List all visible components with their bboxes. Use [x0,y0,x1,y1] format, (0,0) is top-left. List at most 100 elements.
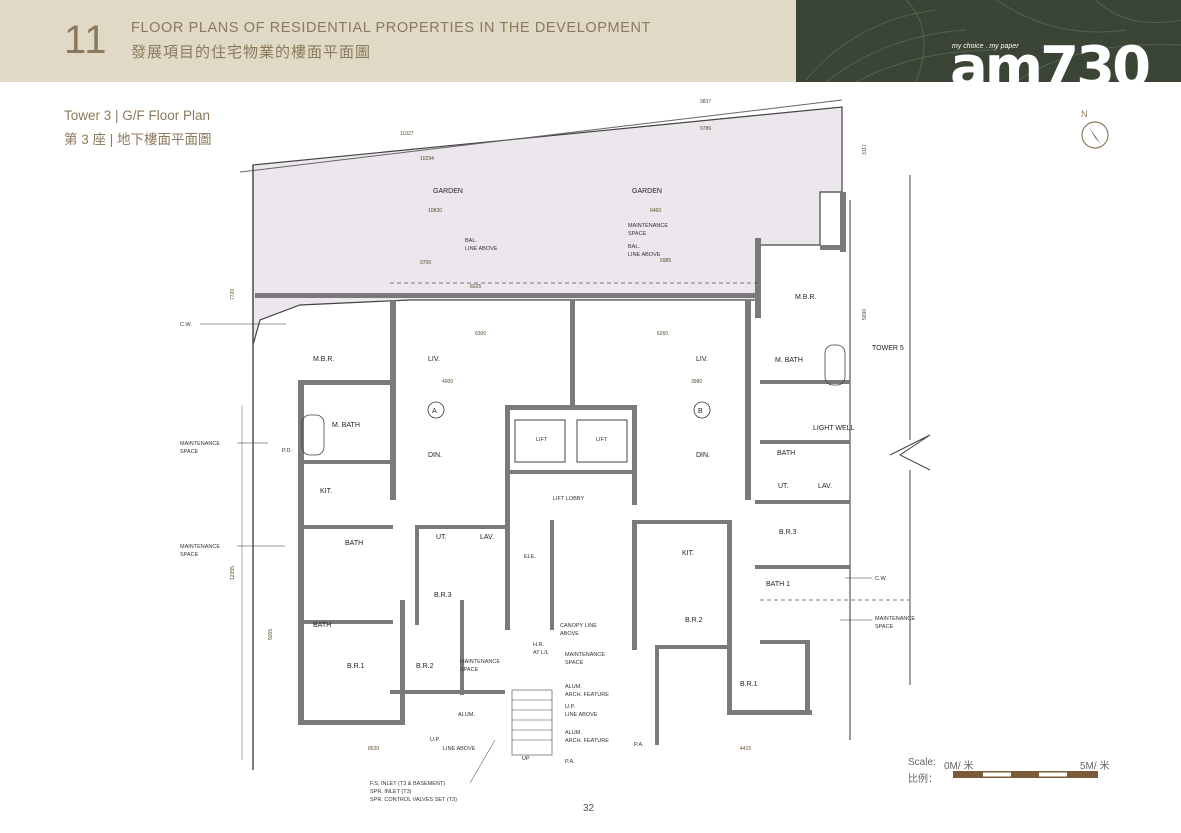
up-line: U.P. [565,704,575,710]
unit-a-label: A [432,408,437,415]
br1-b: B.R.1 [740,681,758,688]
north-arrow: N [1080,108,1114,152]
dim-1: 9837 [700,99,711,105]
maint-a2b: SPACE [460,667,479,673]
pd-label: P.D. [282,448,292,454]
dim-16: 12355 [230,566,236,580]
garden-area [252,106,843,346]
hr-label: H.R. [533,642,544,648]
lift-a [514,419,566,463]
maint-space-top-2: SPACE [628,231,647,237]
maint-right: MAINTENANCE [875,616,915,622]
alum-2b: ARCH. FEATURE [565,738,609,744]
section-number: 11 [64,18,108,62]
liv-b: LIV. [696,356,708,363]
alum-1: ALUM. [565,684,582,690]
bath1-b: BATH 1 [766,581,790,588]
dim-19: 5690 [862,309,868,320]
ut-b: UT. [778,483,789,490]
section-header: 11 FLOOR PLANS OF RESIDENTIAL PROPERTIES… [0,0,796,82]
garden-label-left: GARDEN [433,188,463,195]
bath-b-top: BATH [777,450,795,457]
staircase [511,689,553,756]
maint-left-1b: SPACE [180,449,199,455]
ele-label: ELE. [524,554,536,560]
inlet-3: SPR. CONTROL VALVES SET (T3) [370,797,457,803]
canopy-label: CANOPY LINE [560,623,597,629]
section-title-zh: 發展項目的住宅物業的樓面平面圖 [131,44,372,61]
maint-left-2b: SPACE [180,552,199,558]
unit-b-label: B [698,408,703,415]
plan-subtitle-en: Tower 3 | G/F Floor Plan [64,108,211,123]
hr-ll: AT L/L [533,650,549,656]
lift-1-label: LIFT [536,437,548,443]
north-label: N [1081,109,1088,119]
maint-left-2: MAINTENANCE [180,544,220,550]
br2-a: B.R.2 [416,663,434,670]
up-a: U.P. [430,737,440,743]
maint-center-b: SPACE [565,660,584,666]
plan-subtitle-zh: 第 3 座 | 地下樓面平面圖 [64,132,212,147]
mbath-b: M. BATH [775,357,803,364]
lav-b: LAV. [818,483,832,490]
scale-start: 0M/ 米 [944,761,974,772]
bal-left: BAL. [465,238,477,244]
maint-center: MAINTENANCE [565,652,605,658]
liv-a: LIV. [428,356,440,363]
bath-a: BATH [345,540,363,547]
kit-a: KIT. [320,488,332,495]
mbr-b: M.B.R. [795,294,816,301]
alum-2: ALUM. [565,730,582,736]
north-arrow-icon: N [1081,109,1109,149]
dim-5: 10820 [428,208,442,214]
scale-label-en: Scale: [908,757,936,768]
lift-lobby-label: LIFT LOBBY [553,496,584,502]
dim-2: 11027 [400,131,414,137]
dim-17: 7720 [230,289,236,300]
dim-10: 6300 [475,331,486,337]
pa-1: P.A. [634,742,644,748]
garden-label-right: GARDEN [632,188,662,195]
dim-4: 10294 [420,156,434,162]
maint-right-b: SPACE [875,624,894,630]
up-stair: UP [522,756,530,762]
up-a-b: LINE ABOVE [443,746,476,752]
br2-b: B.R.2 [685,617,703,624]
dim-3: 9786 [700,126,711,132]
mbath-a: M. BATH [332,422,360,429]
light-well-label: LIGHT WELL [813,425,855,432]
scale-bar [953,771,1098,778]
alum-a: ALUM. [458,712,475,718]
lift-b [576,419,628,463]
leaf-pattern-icon [805,0,1181,82]
dim-11: 6260 [657,331,668,337]
cw-right: C.W. [875,576,887,582]
lav-a: LAV. [480,534,494,541]
br1-a: B.R.1 [347,663,365,670]
dim-8: 6025 [470,284,481,290]
bath1-a: BATH [313,622,331,629]
dim-15: 4415 [740,746,751,752]
cw-left: C.W. [180,322,192,328]
din-b: DIN. [696,452,710,459]
dim-9: 5985 [660,258,671,264]
bal-right: BAL. [628,244,640,250]
ut-a: UT. [436,534,447,541]
maint-left-1: MAINTENANCE [180,441,220,447]
din-a: DIN. [428,452,442,459]
page-number: 32 [583,803,595,814]
kit-b: KIT. [682,550,694,557]
pa-2: P.A. [565,759,575,765]
brand-tagline: my choice . my paper [952,43,1019,50]
mbr-a: M.B.R. [313,356,334,363]
section-title-en: FLOOR PLANS OF RESIDENTIAL PROPERTIES IN… [131,20,651,36]
br3-a: B.R.3 [434,592,452,599]
up-line-b: LINE ABOVE [565,712,598,718]
canopy-above: ABOVE [560,631,579,637]
br3-b: B.R.3 [779,529,797,536]
walls [255,192,850,745]
inlet-2: SPR. INLET (T3) [370,789,412,795]
brand-banner [796,0,1181,82]
line-above-right: LINE ABOVE [628,252,661,258]
